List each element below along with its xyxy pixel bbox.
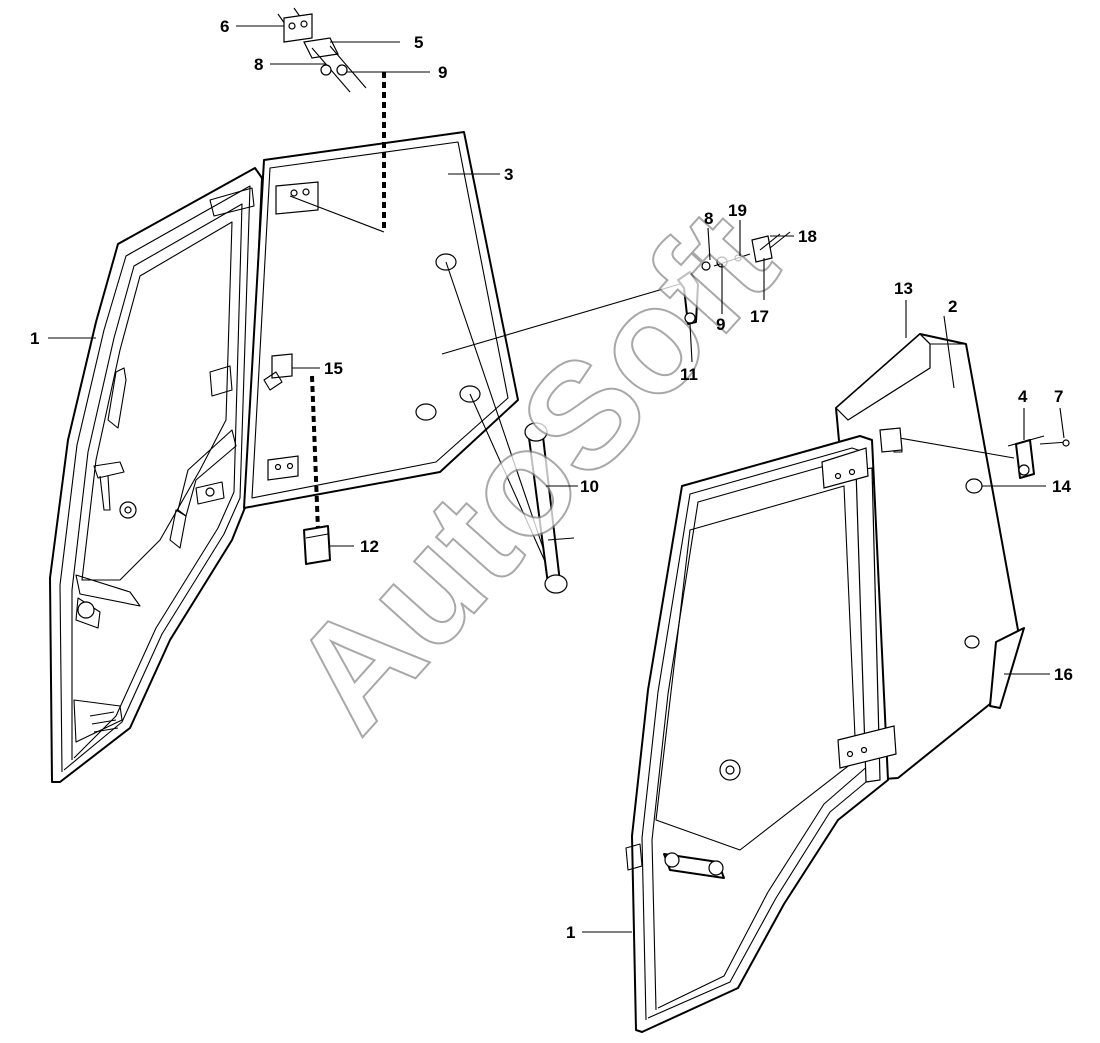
- callout-1-right: 1: [566, 923, 575, 942]
- callout-18: 18: [798, 227, 817, 246]
- left-door-frame: [49, 167, 263, 783]
- latch-part-12: [303, 375, 331, 565]
- callout-12: 12: [360, 537, 379, 556]
- callout-11: 11: [680, 365, 698, 384]
- callout-1-left: 1: [30, 329, 39, 348]
- callout-17: 17: [750, 307, 769, 326]
- callout-8-top: 8: [254, 55, 263, 74]
- callout-8-mid: 8: [704, 209, 713, 228]
- callout-15: 15: [324, 359, 343, 378]
- callout-16: 16: [1054, 665, 1073, 684]
- callout-5: 5: [414, 33, 423, 52]
- right-door-frame: [625, 435, 897, 1033]
- callout-3: 3: [504, 165, 513, 184]
- callout-4: 4: [1018, 387, 1028, 406]
- handle-assembly: [441, 231, 791, 355]
- left-glass-panel: [243, 131, 519, 509]
- leader-lines: [48, 25, 1065, 933]
- callout-14: 14: [1052, 477, 1071, 496]
- bracket-part-4: [879, 427, 1070, 479]
- callout-labels: 1 1 2 3 4 5 6 7 8 8 9 9 10 11 12 13 14 1…: [30, 17, 1073, 942]
- callout-13: 13: [894, 279, 913, 298]
- callout-7: 7: [1054, 387, 1063, 406]
- callout-10: 10: [580, 477, 599, 496]
- callout-19: 19: [728, 201, 747, 220]
- callout-9-top: 9: [438, 63, 447, 82]
- top-mounting-hardware: [277, 7, 386, 233]
- callout-2: 2: [948, 297, 957, 316]
- callout-6: 6: [220, 17, 229, 36]
- callout-9-mid: 9: [716, 315, 725, 334]
- gas-strut: [445, 261, 575, 594]
